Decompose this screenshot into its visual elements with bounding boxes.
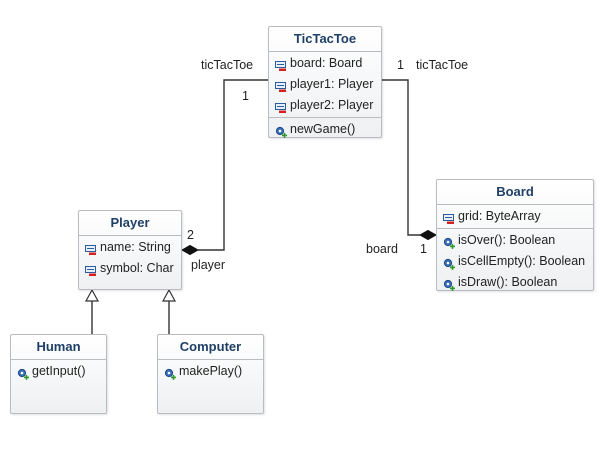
role-label-board: board: [366, 242, 398, 256]
class-tictactoe[interactable]: TicTacToe board: Board player1: Player p…: [268, 26, 382, 138]
operation-label: isDraw(): Boolean: [458, 275, 558, 289]
multiplicity-board: 1: [420, 242, 427, 256]
operation-label: makePlay(): [179, 364, 243, 378]
private-attribute-icon: [85, 263, 97, 276]
private-attribute-icon: [275, 100, 287, 113]
operation-row: isOver(): Boolean: [437, 230, 593, 251]
attribute-row: board: Board: [269, 53, 381, 74]
operations-section: getInput(): [11, 360, 106, 383]
attribute-row: player2: Player: [269, 95, 381, 116]
operations-section: newGame(): [269, 118, 381, 141]
multiplicity-player: 2: [187, 228, 194, 242]
operation-label: isOver(): Boolean: [458, 233, 556, 247]
operations-section: makePlay(): [158, 360, 263, 383]
multiplicity-tictactoe-left: 1: [242, 89, 249, 103]
attribute-label: player2: Player: [290, 98, 374, 112]
attribute-label: grid: ByteArray: [458, 209, 541, 223]
role-label-tictactoe-right: ticTacToe: [416, 58, 469, 72]
attribute-label: name: String: [100, 240, 171, 254]
class-name: Player: [79, 211, 181, 236]
role-label-tictactoe-left: ticTacToe: [201, 58, 254, 72]
operations-section: isOver(): Boolean isCellEmpty(): Boolean…: [437, 229, 593, 294]
role-label-player: player: [191, 258, 226, 272]
attributes-section: board: Board player1: Player player2: Pl…: [269, 52, 381, 118]
attributes-section: name: String symbol: Char: [79, 236, 181, 280]
public-operation-icon: [17, 366, 29, 380]
class-player[interactable]: Player name: String symbol: Char: [78, 210, 182, 290]
attribute-label: symbol: Char: [100, 261, 174, 275]
operation-row: isDraw(): Boolean: [437, 272, 593, 293]
public-operation-icon: [443, 277, 455, 291]
private-attribute-icon: [443, 211, 455, 224]
attributes-section: grid: ByteArray: [437, 205, 593, 229]
private-attribute-icon: [85, 242, 97, 255]
operation-row: getInput(): [11, 361, 106, 382]
operation-label: isCellEmpty(): Boolean: [458, 254, 586, 268]
private-attribute-icon: [275, 58, 287, 71]
class-name: TicTacToe: [269, 27, 381, 52]
class-name: Board: [437, 180, 593, 205]
class-name: Computer: [158, 335, 263, 360]
class-human[interactable]: Human getInput(): [10, 334, 107, 414]
class-board[interactable]: Board grid: ByteArray isOver(): Boolean …: [436, 179, 594, 291]
class-name: Human: [11, 335, 106, 360]
operation-row: isCellEmpty(): Boolean: [437, 251, 593, 272]
public-operation-icon: [443, 256, 455, 270]
attribute-row: player1: Player: [269, 74, 381, 95]
attribute-row: symbol: Char: [79, 258, 181, 279]
association-tictactoe-player: [198, 79, 268, 251]
operation-row: makePlay(): [158, 361, 263, 382]
composition-diamond-board: [418, 229, 438, 241]
attribute-row: grid: ByteArray: [437, 206, 593, 227]
operation-row: newGame(): [269, 119, 381, 140]
public-operation-icon: [443, 235, 455, 249]
inheritance-arrow-human: [84, 288, 100, 302]
multiplicity-tictactoe-right: 1: [397, 58, 404, 72]
association-tictactoe-board: [382, 79, 420, 236]
operation-label: newGame(): [290, 122, 356, 136]
public-operation-icon: [164, 366, 176, 380]
private-attribute-icon: [275, 79, 287, 92]
attribute-label: player1: Player: [290, 77, 374, 91]
attribute-label: board: Board: [290, 56, 363, 70]
attribute-row: name: String: [79, 237, 181, 258]
inheritance-arrow-computer: [161, 288, 177, 302]
public-operation-icon: [275, 124, 287, 138]
composition-diamond-player: [180, 244, 200, 256]
class-computer[interactable]: Computer makePlay(): [157, 334, 264, 414]
operation-label: getInput(): [32, 364, 86, 378]
